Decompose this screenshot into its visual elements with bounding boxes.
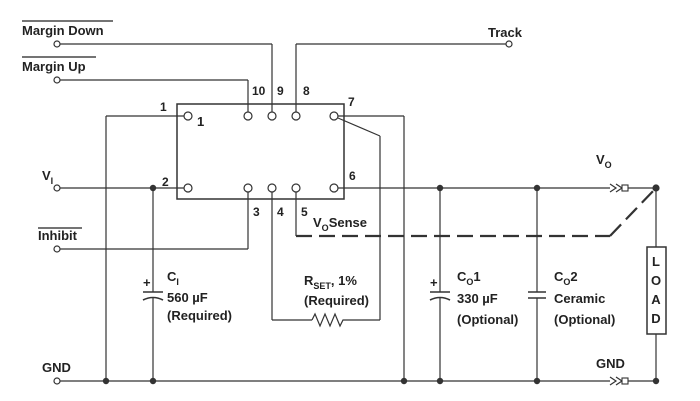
margin-down-wire xyxy=(58,43,273,114)
load-letter: O xyxy=(651,273,661,288)
co2-note-label: (Optional) xyxy=(554,312,615,327)
junction-dot xyxy=(652,377,660,385)
track-wire xyxy=(295,43,508,114)
track-terminal xyxy=(505,40,513,48)
ci-note-label: (Required) xyxy=(167,308,232,323)
margin-down-text: Margin Down xyxy=(22,23,104,38)
load-letter: A xyxy=(651,292,661,307)
margin-up-terminal xyxy=(53,76,61,84)
rset-wire xyxy=(271,117,381,321)
vosense-label: VOSense xyxy=(313,215,367,233)
load-block xyxy=(646,188,667,381)
load-letter: D xyxy=(651,311,660,326)
margin-down-terminal xyxy=(53,40,61,48)
margin-down-label: Margin Down xyxy=(22,20,113,38)
co2-name-label: CO2 xyxy=(554,269,578,287)
margin-up-wire xyxy=(58,79,249,114)
pin9-number: 9 xyxy=(277,84,284,98)
co1-name-label: CO1 xyxy=(457,269,481,287)
inhibit-label: Inhibit xyxy=(38,227,82,243)
junction-dot xyxy=(436,184,444,192)
pin9-circle xyxy=(267,111,277,121)
pin1-circle xyxy=(183,111,193,121)
pin4-circle xyxy=(267,183,277,193)
pin6-circle xyxy=(329,183,339,193)
converter-module xyxy=(176,103,345,200)
pin7-wire xyxy=(338,115,405,381)
pin2-number: 2 xyxy=(162,175,169,189)
vi-terminal xyxy=(53,184,61,192)
pin7-circle xyxy=(329,111,339,121)
pin3-number: 3 xyxy=(253,205,260,219)
pin5-circle xyxy=(291,183,301,193)
gnd-right-connector xyxy=(609,376,629,386)
vo-connector xyxy=(609,183,629,193)
co2-type-label: Ceramic xyxy=(554,291,605,306)
junction-dot xyxy=(533,184,541,192)
pin2-circle xyxy=(183,183,193,193)
co1-value-label: 330 µF xyxy=(457,291,498,306)
pin8-number: 8 xyxy=(303,84,310,98)
inhibit-text: Inhibit xyxy=(38,228,78,243)
margin-up-label: Margin Up xyxy=(22,56,96,74)
junction-dot xyxy=(533,377,541,385)
pin3-circle xyxy=(243,183,253,193)
inhibit-terminal xyxy=(53,245,61,253)
vi-label: VI xyxy=(42,168,53,186)
junction-dot xyxy=(149,377,157,385)
ci-plus-sign: + xyxy=(143,275,151,290)
pin4-number: 4 xyxy=(277,205,284,219)
rset-note-label: (Required) xyxy=(304,293,369,308)
track-label: Track xyxy=(488,25,523,40)
pin7-number: 7 xyxy=(348,95,355,109)
rset-name-label: RSET, 1% xyxy=(304,273,357,291)
junction-dot xyxy=(652,184,660,192)
pin1-marker: 1 xyxy=(197,114,204,129)
junction-dot xyxy=(436,377,444,385)
rset-resistor xyxy=(311,312,346,328)
ci-value-label: 560 µF xyxy=(167,290,208,305)
pin8-circle xyxy=(291,111,301,121)
vo-label: VO xyxy=(596,152,612,170)
co1-plus-sign: + xyxy=(430,275,438,290)
co2-capacitor xyxy=(528,188,546,381)
vosense-wire xyxy=(295,187,657,238)
pin6-number: 6 xyxy=(349,169,356,183)
pin10-number: 10 xyxy=(252,84,266,98)
ci-capacitor xyxy=(142,188,164,381)
co1-note-label: (Optional) xyxy=(457,312,518,327)
ci-name-label: CI xyxy=(167,269,179,287)
junction-dot xyxy=(102,377,110,385)
gnd-left-label: GND xyxy=(42,360,71,375)
gnd-left-terminal xyxy=(53,377,61,385)
load-letter: L xyxy=(652,254,660,269)
pin5-number: 5 xyxy=(301,205,308,219)
junction-dot xyxy=(149,184,157,192)
junction-dot xyxy=(400,377,408,385)
pin10-circle xyxy=(243,111,253,121)
co1-capacitor xyxy=(429,188,451,381)
margin-up-text: Margin Up xyxy=(22,59,86,74)
pin1-number: 1 xyxy=(160,100,167,114)
gnd-right-label: GND xyxy=(596,356,625,371)
